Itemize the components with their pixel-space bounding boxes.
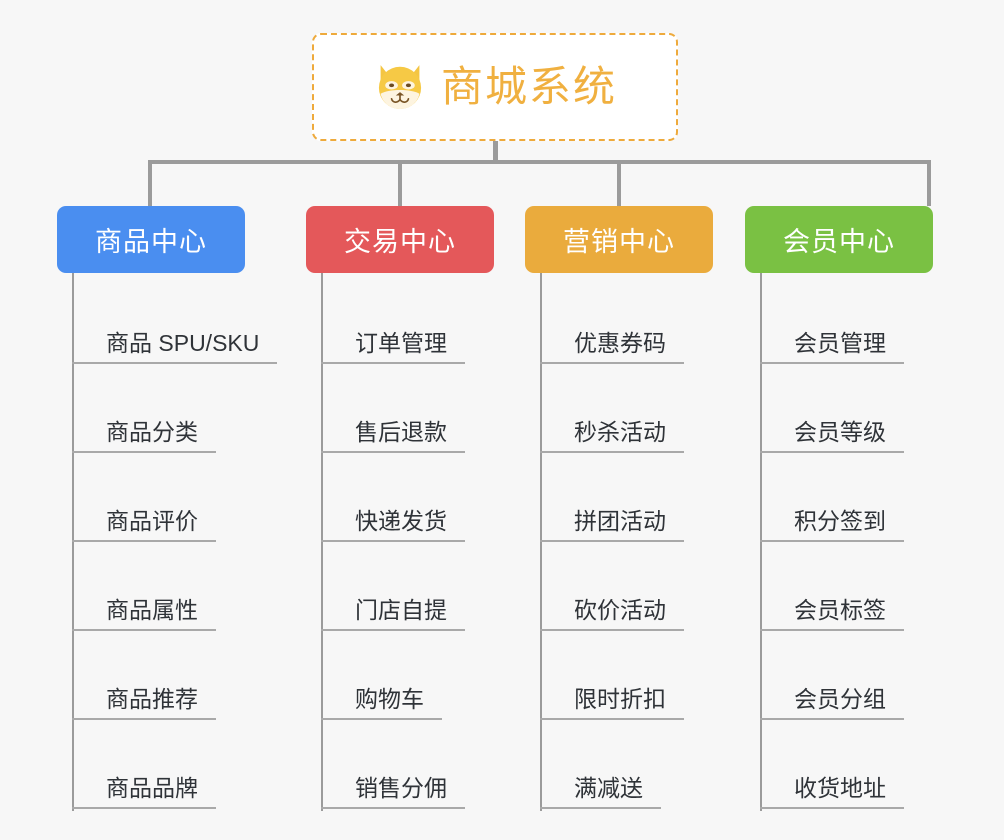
leaf-item-underline (72, 451, 216, 453)
root-node[interactable]: 商城系统 (312, 33, 678, 141)
leaf-item-underline (321, 629, 465, 631)
leaf-item-label: 商品 SPU/SKU (106, 330, 260, 356)
leaf-item-label: 砍价活动 (574, 597, 666, 623)
category-spine-2 (321, 273, 323, 811)
leaf-item-label: 秒杀活动 (574, 419, 666, 445)
leaf-item-label: 限时折扣 (574, 686, 666, 712)
leaf-item-label: 销售分佣 (355, 775, 447, 801)
shiba-dog-face-icon (378, 65, 422, 109)
leaf-item-underline (72, 718, 216, 720)
leaf-item-label: 积分签到 (794, 508, 886, 534)
category-交易中心: 交易中心 订单管理售后退款快递发货门店自提购物车销售分佣 (306, 206, 494, 811)
leaf-item-underline (321, 451, 465, 453)
leaf-item-label: 商品推荐 (106, 686, 198, 712)
leaf-item-label: 商品分类 (106, 419, 198, 445)
category-spine-4 (760, 273, 762, 811)
leaf-item-underline (540, 807, 661, 809)
leaf-item-underline (540, 629, 684, 631)
leaf-item-underline (321, 807, 465, 809)
category-header-4[interactable]: 会员中心 (745, 206, 933, 273)
category-spine-1 (72, 273, 74, 811)
leaf-item-label: 会员等级 (794, 419, 886, 445)
leaf-item-label: 会员管理 (794, 330, 886, 356)
category-商品中心: 商品中心 商品 SPU/SKU 商品分类商品评价商品属性商品推荐商品品牌 (57, 206, 278, 811)
leaf-item-underline (540, 718, 684, 720)
root-title: 商城系统 (440, 63, 617, 110)
leaf-item-underline (321, 718, 442, 720)
leaf-item-label: 快递发货 (355, 508, 447, 534)
leaf-item-underline (760, 451, 904, 453)
category-spine-3 (540, 273, 542, 811)
leaf-item-underline (72, 807, 216, 809)
leaf-item-underline (760, 362, 904, 364)
leaf-item-label: 会员分组 (794, 686, 886, 712)
leaf-item-label: 优惠券码 (574, 330, 666, 356)
connector-drop-4 (927, 160, 931, 206)
leaf-item-label: 商品品牌 (106, 775, 198, 801)
leaf-item-underline (760, 629, 904, 631)
leaf-item-underline (760, 718, 904, 720)
leaf-item-underline (321, 540, 465, 542)
leaf-item-underline (321, 362, 465, 364)
leaf-item-label: 购物车 (355, 686, 424, 712)
connector-horizontal-bus (148, 160, 931, 164)
leaf-item-underline (540, 451, 684, 453)
category-header-3[interactable]: 营销中心 (525, 206, 713, 273)
leaf-item-label: 满减送 (574, 775, 643, 801)
leaf-item-label: 门店自提 (355, 597, 447, 623)
leaf-item-label: 商品属性 (106, 597, 198, 623)
leaf-item-underline (72, 540, 216, 542)
connector-drop-1 (148, 160, 152, 206)
connector-root-stub (493, 141, 498, 164)
leaf-item-underline (540, 540, 684, 542)
category-会员中心: 会员中心 会员管理会员等级积分签到会员标签会员分组收货地址 (745, 206, 933, 811)
leaf-item-label: 拼团活动 (574, 508, 666, 534)
leaf-item-label: 会员标签 (794, 597, 886, 623)
leaf-item-label: 售后退款 (355, 419, 447, 445)
leaf-item-label: 商品评价 (106, 508, 198, 534)
leaf-item-label: 收货地址 (794, 775, 886, 801)
leaf-item-underline (72, 629, 216, 631)
leaf-item-underline (540, 362, 684, 364)
leaf-item-underline (760, 807, 904, 809)
connector-drop-3 (617, 160, 621, 206)
leaf-item-label: 订单管理 (355, 330, 447, 356)
leaf-item-underline (760, 540, 904, 542)
category-header-1[interactable]: 商品中心 (57, 206, 245, 273)
connector-drop-2 (398, 160, 402, 206)
category-营销中心: 营销中心 优惠券码秒杀活动拼团活动砍价活动限时折扣满减送 (525, 206, 713, 811)
leaf-item-underline (72, 362, 278, 364)
category-header-2[interactable]: 交易中心 (306, 206, 494, 273)
